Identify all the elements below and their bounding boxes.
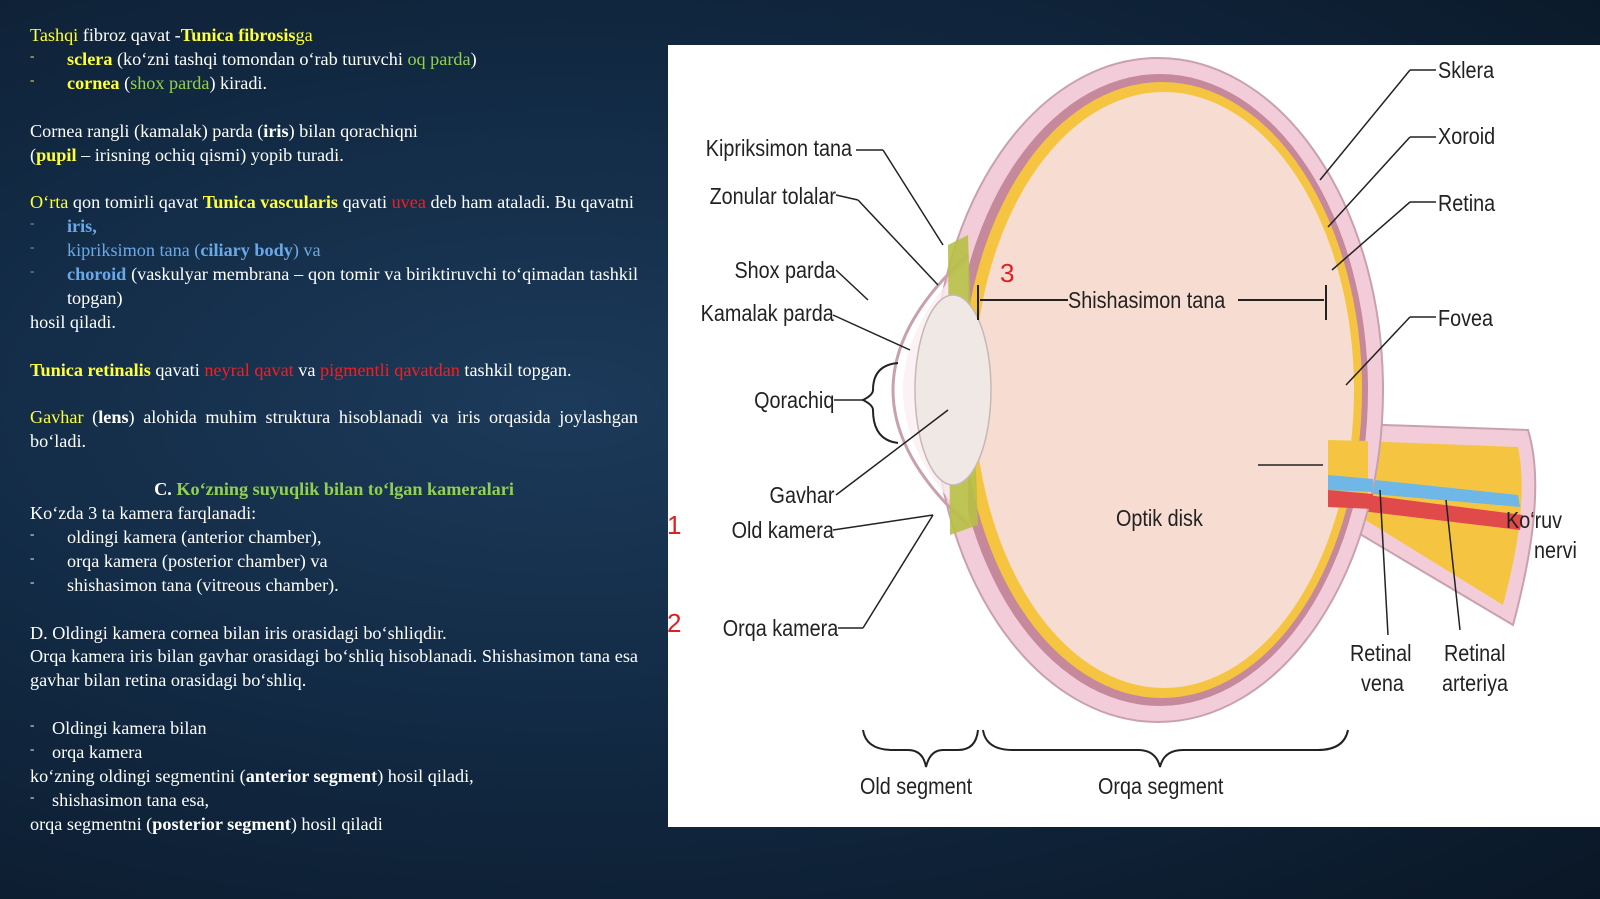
old-segment-bracket xyxy=(862,729,979,768)
label-retina: Retina xyxy=(1438,190,1496,216)
marker-number-2: 2 xyxy=(667,608,682,638)
paragraph-kamera-count: Ko‘zda 3 ta kamera farqlanadi: xyxy=(30,503,257,524)
retinal-vein xyxy=(1328,475,1520,507)
label-retinal-arteriya-line1: Retinal xyxy=(1444,640,1506,666)
label-retinal-vena-line2: vena xyxy=(1361,670,1404,696)
paragraph-posterior-segment: orqa segmentni (posterior segment) hosil… xyxy=(30,813,383,834)
label-gavhar: Gavhar xyxy=(769,482,834,508)
bullet-choroid: - choroid (vaskulyar membrana – qon tomi… xyxy=(30,263,638,308)
label-shox-parda: Shox parda xyxy=(734,257,836,283)
paragraph-gavhar: Gavhar (lens) alohida muhim struktura hi… xyxy=(30,407,638,452)
label-koruv-nervi-line1: Ko‘ruv xyxy=(1506,507,1563,533)
label-xoroid: Xoroid xyxy=(1438,123,1496,149)
paragraph-orqa-kamera: Orqa kamera iris bilan gavhar orasidagi … xyxy=(30,646,638,691)
paragraph-hosil-qiladi: hosil qiladi. xyxy=(30,311,116,332)
paragraph-cornea-line2: (pupil – irisning ochiq qismi) yopib tur… xyxy=(30,144,344,165)
label-koruv-nervi-line2: nervi xyxy=(1534,537,1577,563)
label-orqa-kamera: Orqa kamera xyxy=(722,615,838,641)
eye-anatomy-figure: Kipriksimon tana Zonular tolalar Shox pa… xyxy=(667,45,1600,827)
bullet-ciliary-body: - kipriksimon tana (ciliary body) va xyxy=(30,239,321,261)
label-retinal-arteriya-line2: arteriya xyxy=(1442,670,1508,696)
text-column: Tashqi fibroz qavat -Tunica fibrosisga -… xyxy=(30,24,638,837)
bullet-cornea: - cornea (shox parda) kiradi. xyxy=(30,71,268,93)
label-fovea: Fovea xyxy=(1438,305,1493,331)
bullet-iris: - iris, xyxy=(30,215,97,237)
label-old-segment: Old segment xyxy=(860,773,973,799)
label-orqa-segment: Orqa segment xyxy=(1098,773,1224,799)
label-kamalak-parda: Kamalak parda xyxy=(700,300,834,326)
label-kipriksimon-tana: Kipriksimon tana xyxy=(705,135,852,161)
cornea xyxy=(891,253,970,527)
label-shishasimon-tana: Shishasimon tana xyxy=(1068,287,1226,313)
bullet-orqa-kamera: -orqa kamera xyxy=(30,741,143,763)
label-zonular-tolalar: Zonular tolalar xyxy=(709,183,836,209)
bullet-oldingi-kamera-bilan: -Oldingi kamera bilan xyxy=(30,717,207,739)
label-old-kamera: Old kamera xyxy=(731,517,834,543)
paragraph-tunica-vascularis: O‘rta qon tomirli qavat Tunica vasculari… xyxy=(30,192,634,213)
bullet-shishasimon: -shishasimon tana esa, xyxy=(30,788,210,810)
bullet-sclera: - sclera (ko‘zni tashqi tomondan o‘rab t… xyxy=(30,47,477,69)
paragraph-tunica-fibrosis: Tashqi fibroz qavat -Tunica fibrosisga xyxy=(30,25,313,45)
marker-number-3: 3 xyxy=(1000,258,1015,288)
eye-diagram xyxy=(832,57,1537,768)
label-sklera: Sklera xyxy=(1438,57,1495,83)
paragraph-tunica-retinalis: Tunica retinalis qavati neyral qavat va … xyxy=(30,359,572,380)
paragraph-anterior-segment: ko‘zning oldingi segmentini (anterior se… xyxy=(30,765,474,786)
bullet-anterior-chamber: -oldingi kamera (anterior chamber), xyxy=(30,525,322,547)
bullet-posterior-chamber: -orqa kamera (posterior chamber) va xyxy=(30,549,328,571)
paragraph-cornea-line1: Cornea rangli (kamalak) parda (iris) bil… xyxy=(30,120,418,141)
label-qorachiq: Qorachiq xyxy=(753,387,834,413)
orqa-segment-bracket xyxy=(982,729,1349,768)
paragraph-oldingi-kamera: D. Oldingi kamera cornea bilan iris oras… xyxy=(30,622,447,643)
marker-number-1: 1 xyxy=(667,510,682,540)
label-optik-disk: Optik disk xyxy=(1116,505,1203,531)
bullet-vitreous-chamber: -shishasimon tana (vitreous chamber). xyxy=(30,573,339,595)
vitreous-body xyxy=(974,92,1354,688)
label-retinal-vena-line1: Retinal xyxy=(1350,640,1412,666)
heading-kameralar: C. Ko‘zning suyuqlik bilan to‘lgan kamer… xyxy=(154,479,514,500)
retinal-artery xyxy=(1328,490,1523,530)
lens xyxy=(914,294,992,486)
